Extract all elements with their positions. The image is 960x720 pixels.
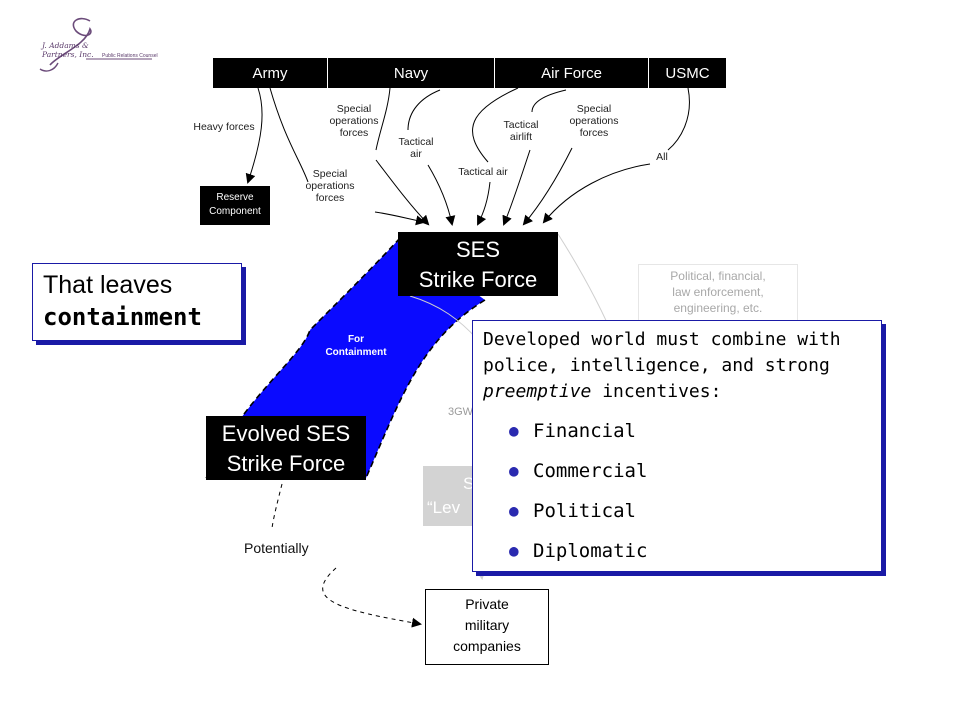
- label-tactical-air: Tactical air: [458, 166, 508, 178]
- potentially-label: Potentially: [244, 540, 309, 556]
- logo-tagline: Public Relations Counsel: [102, 53, 158, 59]
- incentive-item: ●Commercial: [509, 460, 648, 482]
- bullet-icon: ●: [509, 461, 519, 480]
- label-all: All: [656, 151, 668, 163]
- callout-intro: Developed world must combine with police…: [483, 329, 841, 402]
- callout-that-leaves-containment: That leaves containment: [32, 263, 242, 341]
- incentive-item: ●Political: [509, 500, 636, 522]
- hidden-3gw-label: 3GW: [448, 406, 474, 418]
- incentive-item: ●Diplomatic: [509, 540, 648, 562]
- callout-preemptive-incentives: Developed world must combine with police…: [472, 320, 882, 572]
- political-financial-note: Political, financial,law enforcement,eng…: [638, 264, 798, 322]
- service-air-force: Air Force: [495, 58, 648, 88]
- service-navy: Navy: [328, 58, 494, 88]
- callout-line-1: That leaves: [43, 271, 173, 299]
- logo-brand: J. Addams & Partners, Inc.: [42, 41, 94, 59]
- incentive-list: ●Financial ●Commercial ●Political ●Diplo…: [483, 419, 873, 579]
- service-usmc: USMC: [649, 58, 726, 88]
- bullet-icon: ●: [509, 421, 519, 440]
- label-heavy-forces: Heavy forces: [193, 121, 255, 133]
- logo-swirl-icon: [39, 17, 152, 72]
- incentive-item: ●Financial: [509, 420, 636, 442]
- callout-line-2: containment: [43, 303, 202, 331]
- company-logo: J. Addams & Partners, Inc. Public Relati…: [28, 15, 168, 77]
- bullet-icon: ●: [509, 501, 519, 520]
- bullet-icon: ●: [509, 541, 519, 560]
- service-army: Army: [213, 58, 327, 88]
